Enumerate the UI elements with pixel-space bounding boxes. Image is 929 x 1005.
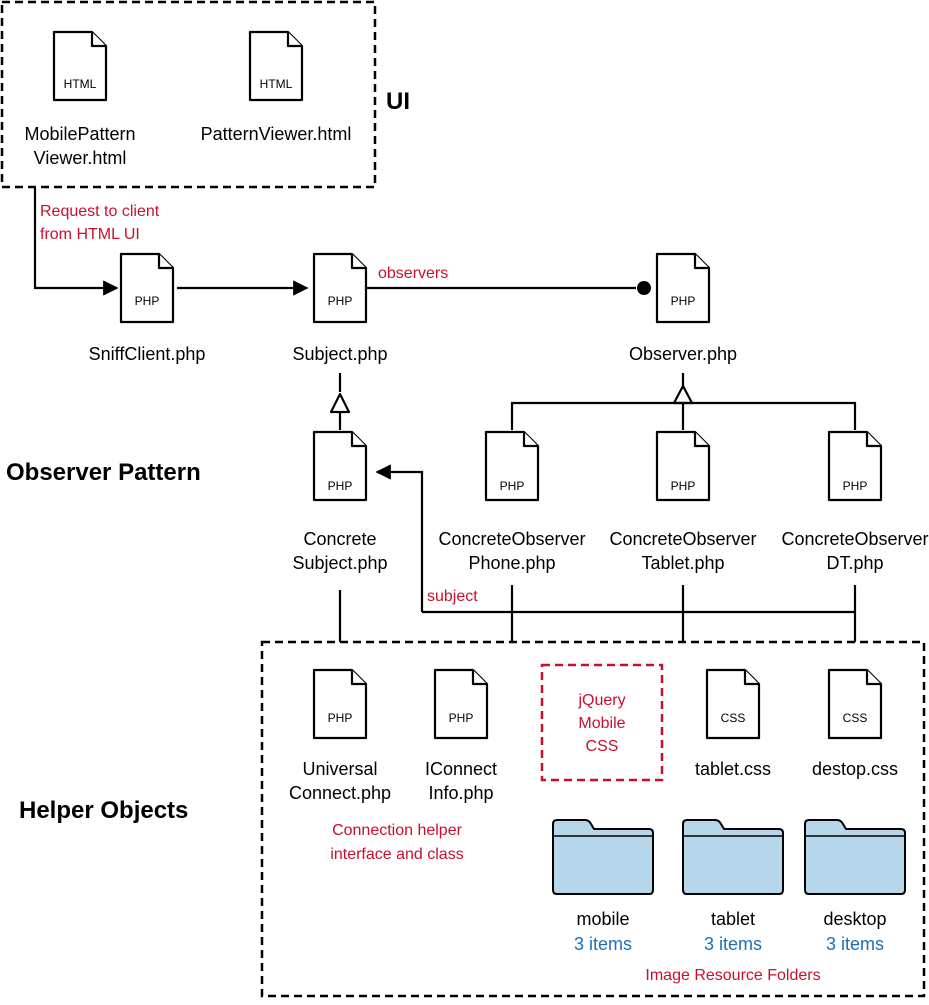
connection-helper-annotation: Connection helper: [332, 822, 463, 839]
file-type-label: PHP: [328, 294, 353, 308]
desktop-css-file-icon: CSS: [827, 668, 883, 740]
request-arrow: [33, 188, 119, 296]
file-label: DT.php: [826, 553, 883, 573]
file-label: Tablet.php: [641, 553, 724, 573]
file-label: Connect.php: [289, 783, 391, 803]
file-type-label: HTML: [64, 77, 97, 91]
file-label: Observer.php: [629, 344, 737, 364]
observer-inheritance-triangle: [672, 384, 694, 405]
file-type-label: PHP: [500, 479, 525, 493]
file-type-label: PHP: [671, 479, 696, 493]
file-label: Info.php: [428, 783, 493, 803]
concrete-subject-file-icon: PHP: [312, 430, 368, 502]
universal-connect-file-icon: PHP: [312, 668, 368, 740]
request-annotation: Request to client: [40, 203, 160, 220]
subject-file-icon: PHP: [312, 252, 368, 324]
mobile-folder-icon: [552, 819, 654, 895]
file-label: destop.css: [812, 759, 898, 779]
file-type-label: PHP: [135, 294, 160, 308]
subject-reference-arrow: [375, 464, 424, 612]
tablet-folder-icon: [682, 819, 784, 895]
jquery-box-label: CSS: [586, 738, 619, 755]
jquery-mobile-css-box: [540, 663, 664, 782]
iconnect-info-file-icon: PHP: [433, 668, 489, 740]
concrete-observer-dt-file-icon: PHP: [827, 430, 883, 502]
file-type-label: PHP: [449, 711, 474, 725]
observer-file-icon: PHP: [655, 252, 711, 324]
file-label: Concrete: [303, 529, 376, 549]
subject-inheritance-triangle: [329, 392, 351, 414]
file-type-label: CSS: [843, 711, 868, 725]
file-label: ConcreteObserver: [438, 529, 585, 549]
jquery-box-label: jQuery: [577, 692, 625, 709]
file-label: SniffClient.php: [89, 344, 206, 364]
observers-aggregation-dot: [637, 281, 651, 295]
file-type-label: PHP: [671, 294, 696, 308]
file-type-label: PHP: [328, 479, 353, 493]
sniff-client-file-icon: PHP: [119, 252, 175, 324]
folder-name: mobile: [576, 909, 629, 929]
file-label: PatternViewer.html: [201, 124, 352, 144]
file-type-label: HTML: [260, 77, 293, 91]
section-title-ui: UI: [386, 88, 410, 115]
folder-item-count: 3 items: [704, 934, 762, 954]
file-type-label: CSS: [721, 711, 746, 725]
folder-name: desktop: [823, 909, 886, 929]
file-type-label: PHP: [843, 479, 868, 493]
observers-annotation: observers: [378, 265, 448, 282]
request-annotation: from HTML UI: [40, 226, 140, 243]
file-label: ConcreteObserver: [609, 529, 756, 549]
folder-item-count: 3 items: [826, 934, 884, 954]
file-label: ConcreteObserver: [781, 529, 928, 549]
file-label: MobilePattern: [24, 124, 135, 144]
image-folders-annotation: Image Resource Folders: [645, 967, 820, 984]
concrete-observer-phone-file-icon: PHP: [484, 430, 540, 502]
pattern-viewer-file-icon: HTML: [248, 30, 304, 102]
jquery-box-label: Mobile: [578, 715, 625, 732]
file-type-label: PHP: [328, 711, 353, 725]
subject-annotation: subject: [427, 588, 478, 605]
folder-name: tablet: [711, 909, 755, 929]
section-title-helper-objects: Helper Objects: [19, 797, 188, 824]
folder-item-count: 3 items: [574, 934, 632, 954]
file-label: Viewer.html: [34, 148, 127, 168]
file-label: Subject.php: [292, 553, 387, 573]
section-title-observer-pattern: Observer Pattern: [6, 459, 201, 486]
ui-boundary: [0, 0, 377, 189]
helper-objects-boundary: [260, 640, 926, 998]
concrete-observer-tablet-file-icon: PHP: [655, 430, 711, 502]
mobile-pattern-viewer-file-icon: HTML: [52, 30, 108, 102]
file-label: Subject.php: [292, 344, 387, 364]
file-label: Universal: [302, 759, 377, 779]
file-label: tablet.css: [695, 759, 771, 779]
tablet-css-file-icon: CSS: [705, 668, 761, 740]
file-label: IConnect: [425, 759, 497, 779]
connection-helper-annotation: interface and class: [330, 846, 463, 863]
file-label: Phone.php: [468, 553, 555, 573]
desktop-folder-icon: [804, 819, 906, 895]
